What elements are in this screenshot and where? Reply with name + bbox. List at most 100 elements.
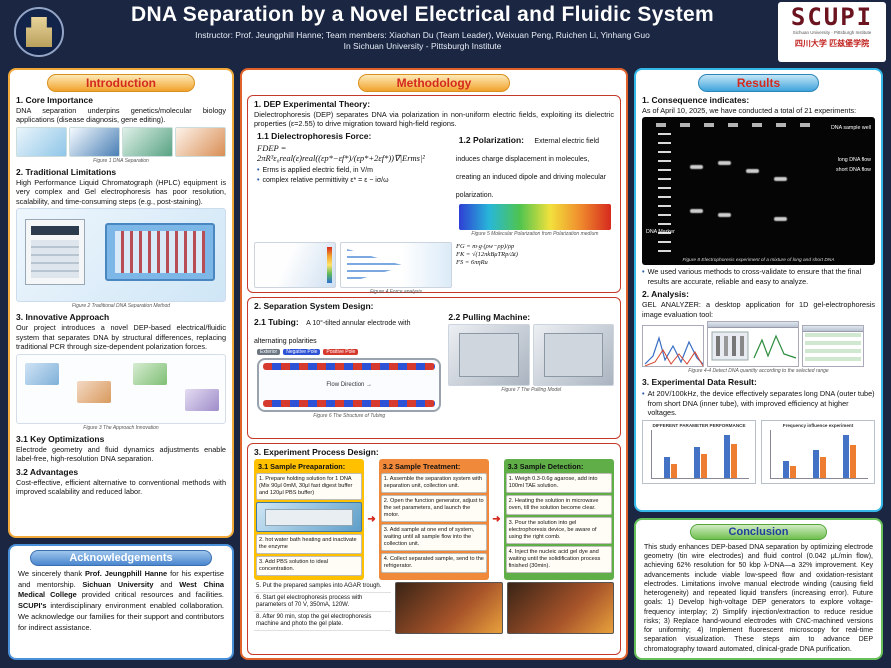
- bar-short DNA: [670, 464, 677, 478]
- ack-text: interdisciplinary environment enabled co…: [18, 601, 224, 632]
- analyzer-screenshot-3: [802, 325, 864, 368]
- scupi-wordmark: SCUPI: [790, 3, 874, 31]
- gel-device-photo-1: [395, 581, 503, 634]
- force-analysis-image: [340, 241, 452, 288]
- pulling-machine-cad-2: [532, 324, 615, 386]
- gel-electrophoresis-tank-illustration: [105, 223, 215, 282]
- figure7-caption: Figure 7 The Pulling Model: [501, 387, 562, 393]
- scupi-logo: SCUPI Sichuan University · Pittsburgh In…: [778, 2, 886, 62]
- app-titlebar: [708, 322, 798, 329]
- figure44-caption: Figure 4-4 Detect DNA quantity according…: [688, 368, 829, 375]
- chart-bars: [651, 429, 749, 479]
- polarization-heatmap-image: [458, 203, 611, 230]
- brownian-formula: FK = √(12πkBμTRp/Δt): [456, 250, 518, 258]
- bar-short DNA: [850, 444, 857, 478]
- gel-band: [774, 217, 787, 222]
- gel-band: [746, 169, 759, 174]
- tubing-title: 2.1 Tubing:: [254, 317, 299, 327]
- final-step-5: 5. Put the prepared samples into AGAR tr…: [254, 582, 392, 594]
- methodology-panel: Methodology 1. DEP Experimental Theory: …: [240, 68, 628, 660]
- bar-long DNA: [812, 450, 819, 478]
- gel-wells: [656, 123, 815, 128]
- dep-force-column: 1.1 Dielectrophoresis Force: FDEP = 2πR³…: [254, 130, 452, 239]
- dna-image-4: [175, 126, 226, 157]
- acknowledgements-panel: Acknowledgements We sincerely thank Prof…: [8, 544, 234, 660]
- consequence-body: As of April 10, 2025, we have conducted …: [642, 106, 857, 115]
- intro-core-importance-body: DNA separation underpins genetics/molecu…: [16, 106, 226, 125]
- poster-header: DNA Separation by a Novel Electrical and…: [0, 0, 891, 64]
- exterior-label: Exterior: [257, 349, 281, 355]
- process-design-box: 3. Experiment Process Design: 3.1 Sample…: [247, 443, 621, 655]
- dna-image-3: [122, 126, 173, 157]
- treat-step-2: 2. Open the function generator, adjust t…: [380, 494, 488, 522]
- intro-advantages-body: Cost-effective, efficient alternative to…: [16, 477, 226, 497]
- seal-emblem-icon: [26, 17, 52, 47]
- system-design-title: 2. Separation System Design:: [254, 301, 374, 311]
- electric-field-figure: [254, 241, 336, 288]
- dep-bullet-2-text: complex relative permittivity ε* = ε − i…: [262, 177, 389, 185]
- university-seal-logo-icon: [14, 7, 64, 57]
- approach-node-3: [133, 362, 167, 385]
- dep-theory-body: Dielectrophoresis (DEP) separates DNA vi…: [254, 110, 614, 129]
- bullet-icon: •: [257, 166, 260, 174]
- dep-theory-title: 1. DEP Experimental Theory:: [254, 99, 371, 109]
- app-titlebar: [803, 326, 863, 333]
- parameter-performance-chart: DIFFERENT PARAMETER PERFORMANCE: [642, 419, 756, 484]
- figure2-traditional-method-image: [16, 208, 226, 303]
- dep-bullet-2: • complex relative permittivity ε* = ε −…: [257, 176, 449, 185]
- ack-bold-scu: Sichuan University: [82, 579, 154, 589]
- dna-image-1: [16, 126, 67, 157]
- data-result-title: 3. Experimental Data Result:: [642, 377, 757, 388]
- gravity-formula: FG = m·g·(ρw−ρp)/ρp: [456, 242, 515, 250]
- intro-limitations-title: 2. Traditional Limitations: [16, 166, 117, 177]
- pulling-machine-column: 2.2 Pulling Machine: Figure 7 The Pullin…: [448, 312, 615, 421]
- introduction-panel: Introduction 1. Core Importance DNA sepa…: [8, 68, 234, 538]
- conclusion-heading: Conclusion: [689, 524, 828, 540]
- pulling-machine-title: 2.2 Pulling Machine:: [448, 312, 531, 322]
- force-analysis-figure: Figure 4 Force analysis: [340, 241, 452, 297]
- tubing-diagram: Flow Direction →: [257, 358, 442, 412]
- gel-label-short-dna: short DNA flow: [835, 167, 871, 174]
- negative-pole-label: Negative Pole: [283, 349, 321, 355]
- tubing-column: 2.1 Tubing: A 10°-tilted annular electro…: [254, 312, 444, 421]
- ack-text: We sincerely thank: [18, 569, 85, 578]
- prep-step-1: 1. Prepare holding solution for 1 DNA (M…: [256, 473, 363, 500]
- gel-band: [718, 213, 731, 218]
- results-panel: Results 1. Consequence indicates: As of …: [634, 68, 883, 512]
- sample-preparation-title: 3.1 Sample Preaparation:: [258, 462, 346, 471]
- ack-bold-scupi: SCUPI's: [18, 601, 47, 611]
- figure3-caption: Figure 3 The Approach Innovation: [83, 424, 159, 431]
- gel-band: [718, 161, 731, 166]
- intro-core-importance-title: 1. Core Importance: [16, 95, 93, 105]
- figure8-caption: Figure 8 Electrophoresis experiment of a…: [682, 258, 835, 264]
- results-heading: Results: [697, 74, 820, 92]
- poster-title: DNA Separation by a Novel Electrical and…: [131, 3, 714, 26]
- bar-long DNA: [724, 435, 731, 478]
- intro-key-optimizations-title: 3.1 Key Optimizations: [16, 433, 105, 444]
- polarization-title: 1.2 Polarization:: [458, 134, 524, 145]
- intro-key-optimizations-body: Electrode geometry and fluid dynamics ad…: [16, 444, 226, 464]
- gel-band: [690, 209, 703, 214]
- sample-detection-title: 3.3 Sample Detection:: [507, 462, 584, 471]
- lane-profile-icon: [711, 331, 797, 361]
- bar-long DNA: [663, 457, 670, 478]
- polarization-column: 1.2 Polarization: External electric fiel…: [456, 130, 614, 239]
- detect-step-2: 2. Heating the solution in microwave ove…: [505, 494, 612, 515]
- dep-theory-box: 1. DEP Experimental Theory: Dielectropho…: [247, 95, 621, 295]
- ack-bold-hanne: Prof. Jeungphill Hanne: [84, 569, 168, 578]
- dep-bullet-1-text: Erms is applied electric field, in V/m: [262, 166, 373, 174]
- polarization-body: External electric field induces charge d…: [455, 137, 606, 199]
- pulling-machine-cad-1: [448, 324, 530, 386]
- final-steps-list: 5. Put the prepared samples into AGAR tr…: [254, 582, 392, 634]
- intro-approach-title: 3. Innovative Approach: [16, 312, 110, 323]
- poster-authors: Instructor: Prof. Jeungphill Hanne; Team…: [195, 30, 650, 40]
- bar-group-100kHz: [843, 430, 857, 478]
- cross-validate-bullet: • We used various methods to cross-valid…: [642, 267, 875, 286]
- gel-label-sample-well: DNA sample well: [830, 125, 871, 132]
- ack-text: for his expertise and mentorship.: [18, 569, 224, 589]
- prep-step-2: 2. hot water bath heating and inactivate…: [256, 533, 363, 554]
- treat-step-1: 1. Assemble the separation system with s…: [380, 473, 488, 493]
- treat-step-4: 4. Collect separated sample, send to the…: [380, 552, 488, 573]
- final-step-6: 6. Start gel electrophoresis process wit…: [254, 593, 392, 613]
- sample-treatment-column: 3.2 Sample Treatment: 1. Assemble the se…: [378, 459, 490, 580]
